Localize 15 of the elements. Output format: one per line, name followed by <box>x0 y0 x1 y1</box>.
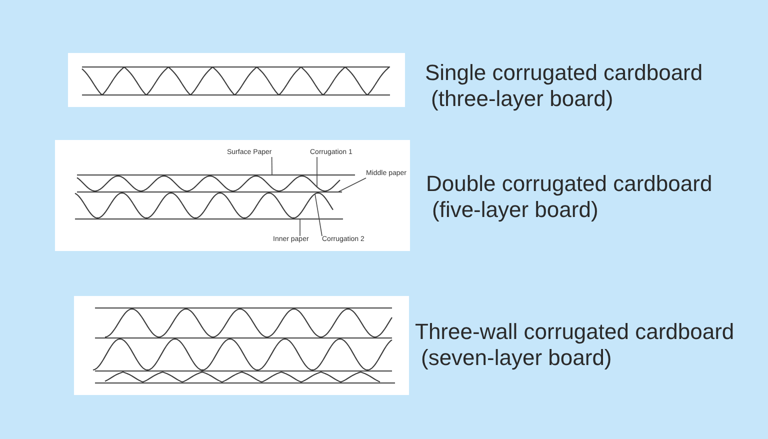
paper-line <box>77 191 342 193</box>
board-caption: Single corrugated cardboard (three-layer board) <box>425 60 704 112</box>
corrugation-wave <box>76 175 340 192</box>
paper-line <box>75 218 343 220</box>
board-caption: Three-wall corrugated cardboard (seven-layer board) <box>415 319 736 371</box>
board-caption: Double corrugated cardboard (five-layer board) <box>426 171 714 223</box>
leader-line <box>316 156 318 188</box>
paper-line <box>77 174 355 176</box>
board-panel <box>68 53 405 107</box>
leader-line <box>271 156 272 176</box>
leader-line <box>338 178 366 192</box>
corrugation-wave <box>74 192 334 219</box>
board-panel <box>55 140 410 251</box>
board-panel <box>74 296 409 395</box>
leader-line <box>314 194 322 236</box>
